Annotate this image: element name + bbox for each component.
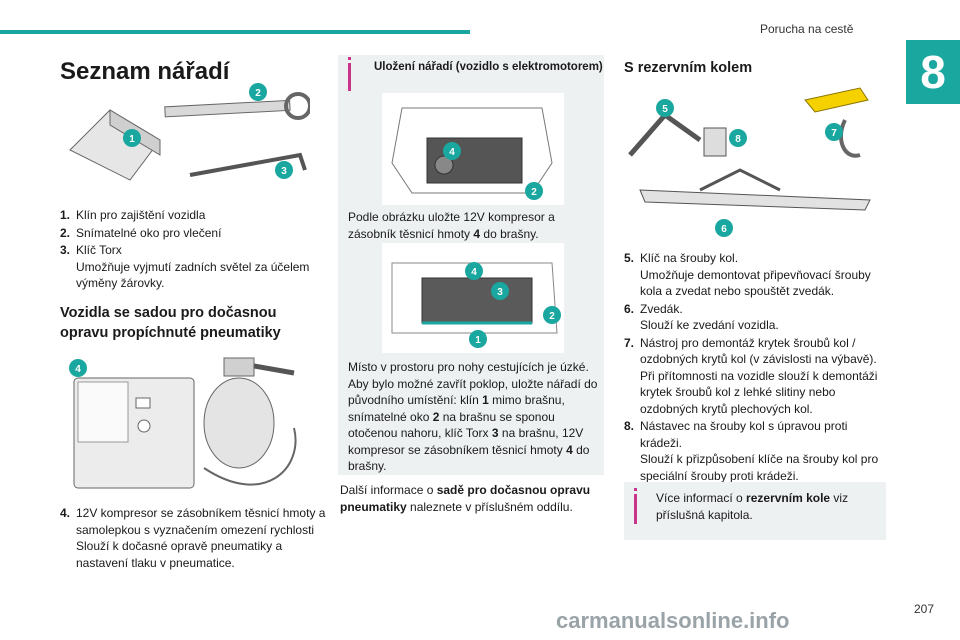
svg-text:4: 4	[75, 364, 81, 375]
badge-4	[465, 262, 483, 280]
info-box-storage: Uložení nářadí (vozidlo s elektromotorem…	[338, 55, 604, 475]
badge-1	[469, 330, 487, 348]
chapter-number: 8	[906, 40, 960, 104]
svg-text:1: 1	[475, 335, 481, 346]
badge-2	[525, 182, 543, 200]
list-item: 1.Klín pro zajištění vozidla	[60, 208, 206, 222]
badge-6	[715, 219, 733, 237]
tool-list: 1.Klín pro zajištění vozidla 2.Snímateln…	[60, 207, 320, 293]
tools-illustration-1: 1 2 3	[69, 83, 310, 181]
svg-text:8: 8	[735, 134, 741, 145]
list-item: 2.Snímatelné oko pro vlečení	[60, 225, 222, 240]
storage-para-2: Místo v prostoru pro nohy cestujících je…	[348, 360, 598, 473]
info-icon-dot	[634, 488, 637, 491]
spare-wheel-tools-illustration: 5 8 7 6	[628, 87, 871, 237]
badge-7	[825, 123, 843, 141]
badge-3	[491, 282, 509, 300]
svg-text:6: 6	[721, 224, 727, 235]
badge-2	[249, 83, 267, 101]
kit-reference-para: Další informace o sadě pro dočasnou opra…	[340, 483, 591, 514]
subheading-kit: Vozidla se sadou pro dočasnou opravu pro…	[60, 305, 281, 341]
info-icon	[348, 63, 351, 91]
list-item: 6.Zvedák.Slouží ke zvedání vozidla.	[624, 301, 779, 333]
page-title: Seznam nářadí	[60, 58, 230, 85]
watermark: carmanualsonline.info	[556, 608, 790, 633]
bag-illustration-1: 4 2	[382, 93, 564, 205]
svg-text:4: 4	[449, 147, 455, 158]
bag-illustration-2: 4 3 2 1	[382, 243, 564, 353]
badge-4	[443, 142, 461, 160]
info-box-spare-wheel: Více informací o rezervním kole viz přís…	[624, 482, 886, 540]
info-text: Více informací o rezervním kole viz přís…	[656, 491, 849, 522]
svg-text:3: 3	[281, 166, 287, 177]
badge-3	[275, 161, 293, 179]
badge-1	[123, 129, 141, 147]
compressor-illustration: 4	[69, 357, 297, 489]
info-icon-dot	[348, 57, 351, 60]
badge-8	[729, 129, 747, 147]
info-box-title: Uložení nářadí (vozidlo s elektromotorem…	[374, 61, 603, 73]
svg-text:3: 3	[497, 287, 503, 298]
svg-text:2: 2	[531, 187, 537, 198]
svg-text:4: 4	[471, 267, 477, 278]
badge-4	[69, 359, 87, 377]
section-title: Porucha na cestě	[760, 22, 854, 36]
page-number: 207	[914, 602, 935, 616]
list-item: 4.12V kompresor se zásobníkem těsnicí hm…	[60, 506, 326, 570]
list-item: 5.Klíč na šrouby kol.Umožňuje demontovat…	[624, 251, 871, 298]
spare-wheel-tool-list: 5.Klíč na šrouby kol.Umožňuje demontovat…	[624, 250, 888, 485]
badge-5	[656, 99, 674, 117]
tool-list-4: 4.12V kompresor se zásobníkem těsnicí hm…	[60, 505, 328, 572]
list-item: 8.Nástavec na šrouby kol s úpravou proti…	[624, 419, 879, 483]
svg-text:5: 5	[662, 104, 668, 115]
svg-text:2: 2	[549, 311, 555, 322]
info-icon	[634, 494, 637, 524]
svg-text:7: 7	[831, 128, 837, 139]
storage-para-1: Podle obrázku uložte 12V kompresor a zás…	[348, 210, 555, 241]
badge-2	[543, 306, 561, 324]
svg-text:2: 2	[255, 88, 261, 99]
list-item: 7.Nástroj pro demontáž krytek šroubů kol…	[624, 335, 878, 416]
svg-text:1: 1	[129, 134, 135, 145]
spare-wheel-heading: S rezervním kolem	[624, 60, 753, 76]
header-bar	[0, 30, 470, 34]
